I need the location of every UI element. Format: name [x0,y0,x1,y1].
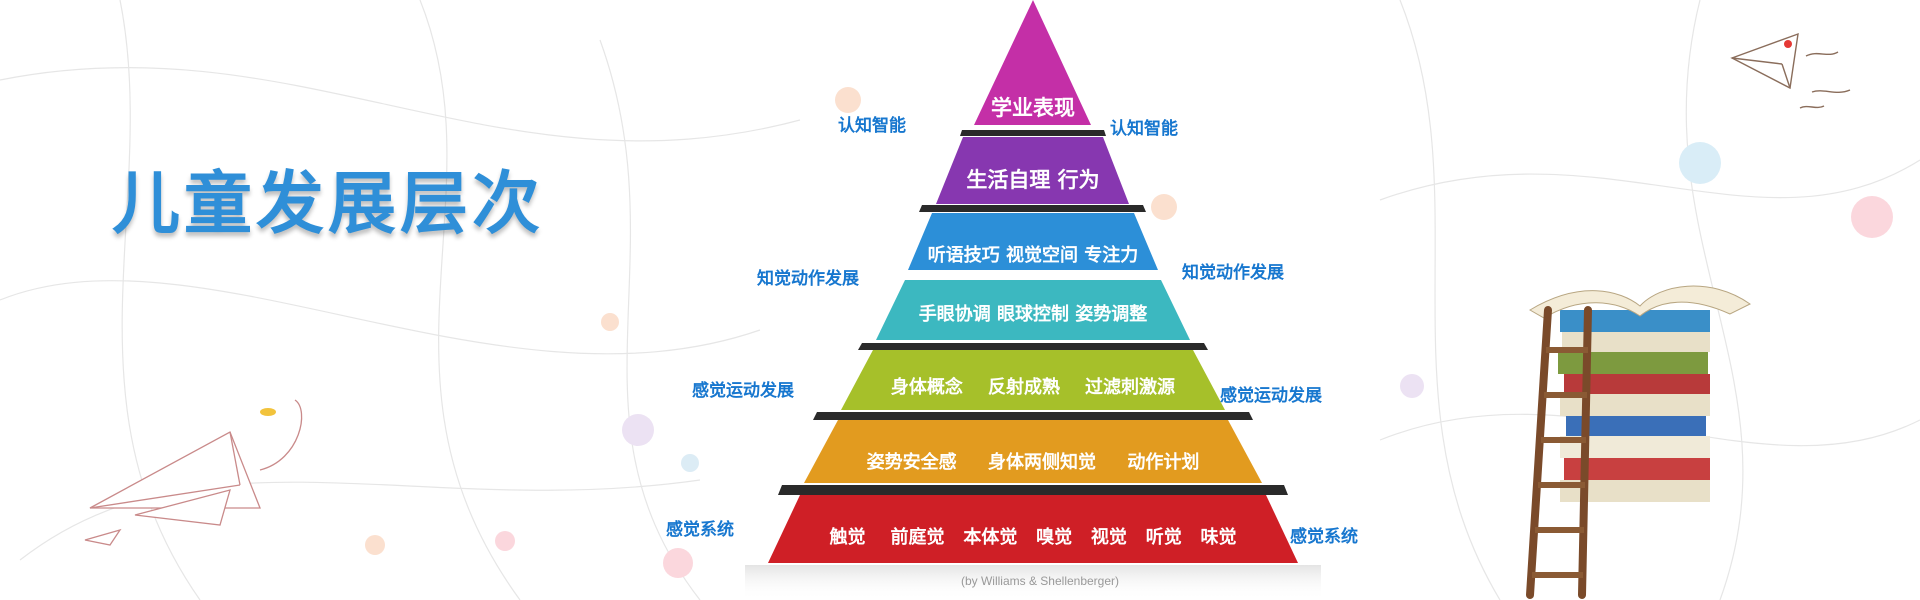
right-label-sensory-motor: 感觉运动发展 [1220,386,1322,406]
right-label-cognitive: 认知智能 [1110,119,1178,139]
left-label-sensory-system: 感觉系统 [666,520,734,540]
pyramid-tier-1 [974,0,1091,125]
pyramid-tier-5 [841,350,1225,410]
tier-label-posture: 姿势安全感 身体两侧知觉 动作计划 [866,452,1200,473]
right-label-sensory-system: 感觉系统 [1290,527,1358,547]
pyramid-separator [960,130,1106,136]
pyramid-tier-7 [768,495,1298,563]
paper-plane-left-icon [84,399,303,546]
pyramid-tier-3 [908,213,1158,270]
tier-label-listening: 听语技巧 视觉空间 专注力 [927,245,1139,266]
left-label-sensory-motor: 感觉运动发展 [692,381,794,401]
tier-label-self-care: 生活自理 行为 [966,168,1100,192]
pyramid-separator [858,343,1208,350]
pyramid-separator [813,412,1253,420]
pyramid-separator [919,205,1146,212]
tier-label-hand-eye: 手眼协调 眼球控制 姿势调整 [918,304,1148,325]
paper-plane-right-icon [1730,32,1851,109]
tier-label-academic: 学业表现 [991,96,1075,120]
ladder-books-icon [1526,285,1751,599]
citation: (by Williams & Shellenberger) [960,574,1120,588]
pyramid-tier-6 [804,420,1262,483]
pyramid-tier-4 [876,280,1190,340]
pyramid-tier-2 [936,137,1129,204]
left-label-perceptual-motor: 知觉动作发展 [757,269,859,289]
pyramid-separator [778,485,1288,495]
page-title: 儿童发展层次 [112,165,545,244]
left-label-cognitive: 认知智能 [838,116,906,136]
tier-label-body-concept: 身体概念 反射成熟 过滤刺激源 [890,377,1176,398]
pyramid-reflection [745,565,1321,600]
right-label-perceptual-motor: 知觉动作发展 [1182,263,1284,283]
tier-label-senses: 触觉 前庭觉 本体觉 嗅觉 视觉 听觉 味觉 [829,527,1237,548]
